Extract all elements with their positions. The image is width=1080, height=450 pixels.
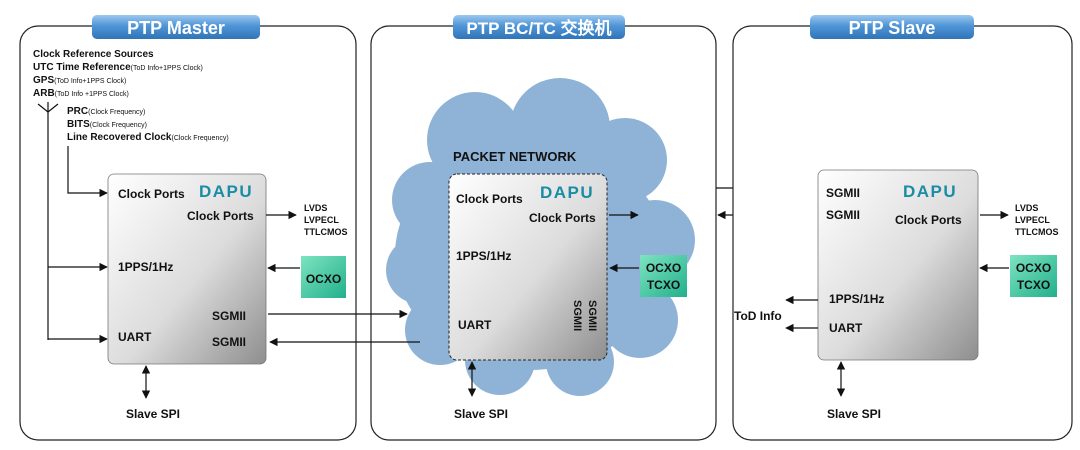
source-arb: ARB(ToD Info +1PPS Clock) (33, 88, 129, 99)
bc-chip (448, 173, 608, 361)
master-output-lvds: LVDS (304, 203, 327, 213)
bc-clock-ports-out: Clock Ports (529, 211, 596, 225)
source-line: Line Recovered Clock(Clock Frequency) (67, 132, 229, 143)
slave-output-lvds: LVDS (1015, 203, 1038, 213)
panel-ptp-bc: PTP BC/TC 交换机 PACKET NETWORK DAPU Clock … (370, 15, 717, 441)
panel-bc-title: PTP BC/TC 交换机 (466, 18, 611, 38)
slave-output-ttlcmos: TTLCMOS (1015, 227, 1059, 237)
slave-chip (817, 169, 979, 361)
sources-heading: Clock Reference Sources (33, 49, 154, 60)
slave-sgmii-2: SGMII (826, 208, 860, 222)
bc-pps-label: 1PPS/1Hz (456, 249, 511, 263)
panel-slave-title: PTP Slave (849, 18, 936, 38)
master-sgmii-2: SGMII (212, 335, 246, 349)
bc-ocxo-label: OCXO (646, 261, 681, 275)
slave-ocxo-label: OCXO (1016, 261, 1051, 275)
master-sgmii-1: SGMII (212, 309, 246, 323)
slave-sgmii-1: SGMII (826, 186, 860, 200)
panel-ptp-slave: PTP Slave DAPU SGMII SGMII Clock Ports 1… (732, 15, 1073, 441)
source-bits: BITS(Clock Frequency) (67, 119, 147, 130)
master-output-ttlcmos: TTLCMOS (304, 227, 348, 237)
master-output-lvpecl: LVPECL (304, 215, 339, 225)
master-clock-ports-out: Clock Ports (187, 209, 254, 223)
source-gps: GPS(ToD Info+1PPS Clock) (33, 75, 126, 86)
source-prc: PRC(Clock Frequency) (67, 106, 145, 117)
master-chip (107, 173, 267, 365)
panel-bc-title-bar (453, 15, 625, 39)
panel-master-title-bar (92, 15, 260, 39)
bc-spi-label: Slave SPI (454, 407, 508, 421)
slave-chip-logo: DAPU (903, 182, 957, 201)
panel-slave-title-bar (810, 15, 974, 39)
slave-pps-label: 1PPS/1Hz (829, 292, 884, 306)
bc-sgmii-2: SGMII (586, 300, 598, 331)
slave-output-lvpecl: LVPECL (1015, 215, 1050, 225)
bc-sgmii-1: SGMII (571, 300, 583, 331)
slave-osc-box (1010, 255, 1057, 297)
master-ocxo-label: OCXO (306, 272, 341, 286)
arrow-to-master-clock-ports (67, 146, 108, 198)
master-ocxo-box (301, 256, 346, 298)
antenna-icon (37, 102, 59, 340)
bc-chip-logo: DAPU (540, 183, 594, 202)
master-chip-logo: DAPU (199, 182, 253, 201)
bc-uart-label: UART (458, 318, 492, 332)
master-uart-label: UART (118, 330, 152, 344)
bc-osc-box (640, 255, 687, 297)
master-spi-label: Slave SPI (126, 407, 180, 421)
slave-clock-ports: Clock Ports (895, 213, 962, 227)
source-utc: UTC Time Reference(ToD Info+1PPS Clock) (33, 62, 203, 73)
bc-clock-ports-in: Clock Ports (456, 192, 523, 206)
slave-spi-label: Slave SPI (827, 407, 881, 421)
slave-tod-label: ToD Info (734, 309, 782, 323)
panel-ptp-master: PTP Master Clock Reference Sources UTC T… (19, 15, 357, 441)
bc-tcxo-label: TCXO (647, 278, 680, 292)
slave-uart-label: UART (829, 321, 863, 335)
master-clock-ports-in: Clock Ports (118, 187, 185, 201)
panel-master-title: PTP Master (127, 18, 225, 38)
slave-tcxo-label: TCXO (1017, 278, 1050, 292)
master-pps-label: 1PPS/1Hz (118, 260, 173, 274)
packet-network-label: PACKET NETWORK (453, 149, 577, 164)
